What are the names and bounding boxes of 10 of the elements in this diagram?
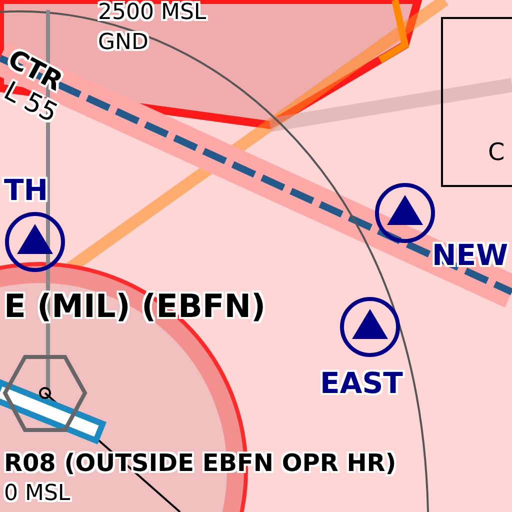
reporting-point-name: TH: [4, 176, 48, 205]
reporting-point-icon: [340, 297, 400, 357]
altitude-upper-limit: 2500 MSL: [98, 2, 206, 24]
reporting-point-name: EAST: [320, 369, 403, 398]
reporting-point-icon: [375, 183, 435, 243]
reporting-point-name: NEW: [432, 241, 508, 270]
reporting-point-icon: [5, 212, 65, 272]
altitude-lower-limit: GND: [98, 32, 148, 54]
altitude-limit: 0 MSL: [4, 483, 70, 505]
map-label: C: [488, 140, 505, 164]
